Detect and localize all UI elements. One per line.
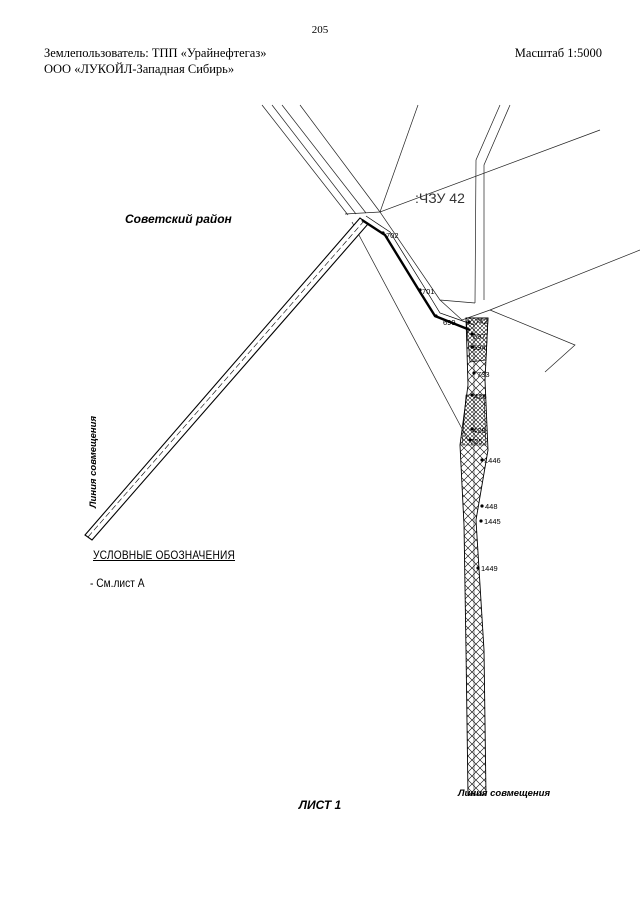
survey-points xyxy=(381,231,484,570)
point-label: 733 xyxy=(477,370,490,379)
junction-line-label-bottom: Линия совмещения xyxy=(457,788,550,799)
legend-item: - См.лист А xyxy=(90,576,145,590)
road-boundaries xyxy=(261,104,640,441)
point-label: 1445 xyxy=(484,517,501,526)
point-label: 701 xyxy=(422,287,435,296)
point-label: 694 xyxy=(473,343,486,352)
parcel-label: :ЧЗУ 42 xyxy=(415,190,465,206)
land-user-line1: Землепользователь: ТПП «Урайнефтегаз» xyxy=(44,46,267,60)
page-number: 205 xyxy=(311,24,329,36)
legend-title: УСЛОВНЫЕ ОБОЗНАЧЕНИЯ xyxy=(93,548,236,562)
point-label: 1446 xyxy=(484,456,501,465)
point-label: 697 xyxy=(473,332,486,341)
point-label: 725 xyxy=(470,437,483,446)
point-label: 1449 xyxy=(481,564,498,573)
district-label: Советский район xyxy=(125,212,233,226)
pipeline-corridor-vertical xyxy=(459,317,489,796)
point-label: 702 xyxy=(386,231,399,240)
junction-line-label-left: Линия совмещения xyxy=(88,416,99,509)
point-label: 699 xyxy=(443,318,456,327)
header-scale: Масштаб 1:5000 xyxy=(514,46,602,60)
route-segment xyxy=(361,215,475,332)
point-label: 426 xyxy=(474,392,487,401)
point-label: 742 xyxy=(475,317,488,326)
point-label: 448 xyxy=(485,502,498,511)
land-user-line2: ООО «ЛУКОЙЛ-Западная Сибирь» xyxy=(44,62,235,76)
sheet-label: ЛИСТ 1 xyxy=(298,798,342,812)
point-label: 428 xyxy=(473,426,486,435)
pipeline-corridor-diagonal xyxy=(84,217,369,541)
header-land-user: Землепользователь: ТПП «Урайнефтегаз» ОО… xyxy=(44,45,267,77)
point-labels: 702 701 699 742 697 694 733 426 428 725 … xyxy=(386,231,501,573)
